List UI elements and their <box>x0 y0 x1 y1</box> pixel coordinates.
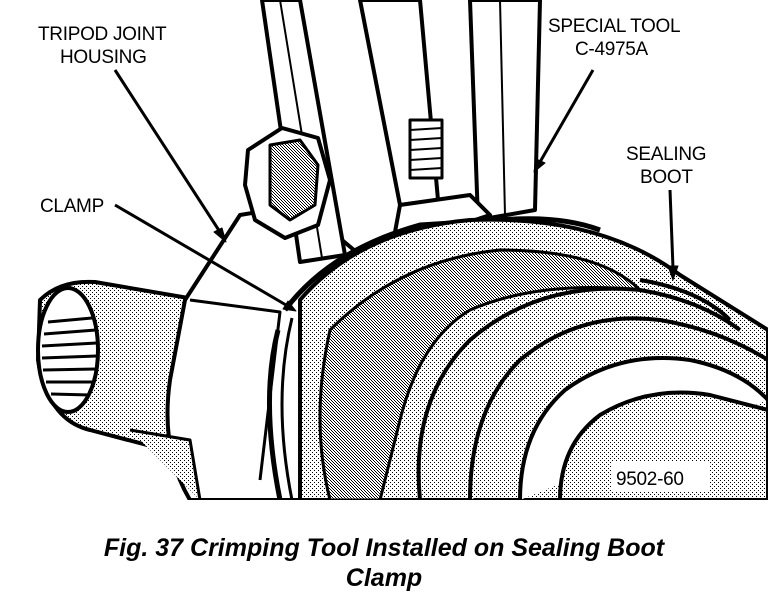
label-special-tool-line1: SPECIAL TOOL <box>548 16 680 37</box>
label-sealing-boot-line1: SEALING <box>626 144 706 165</box>
label-tripod-joint-line2: HOUSING <box>60 47 147 68</box>
label-clamp: CLAMP <box>40 196 104 217</box>
sealing-boot <box>298 217 768 500</box>
label-tripod-joint-line1: TRIPOD JOINT <box>38 24 167 45</box>
leader-lines <box>113 69 679 312</box>
figure-caption-line1: Fig. 37 Crimping Tool Installed on Seali… <box>103 534 665 562</box>
figure-number: 9502-60 <box>616 469 684 490</box>
splined-shaft <box>36 279 202 457</box>
label-special-tool-line2: C-4975A <box>575 39 649 60</box>
figure-caption-line2: Clamp <box>345 564 423 592</box>
special-tool-c4975a <box>243 0 542 264</box>
label-sealing-boot-line2: BOOT <box>640 167 693 188</box>
boot-clamp <box>267 216 601 500</box>
